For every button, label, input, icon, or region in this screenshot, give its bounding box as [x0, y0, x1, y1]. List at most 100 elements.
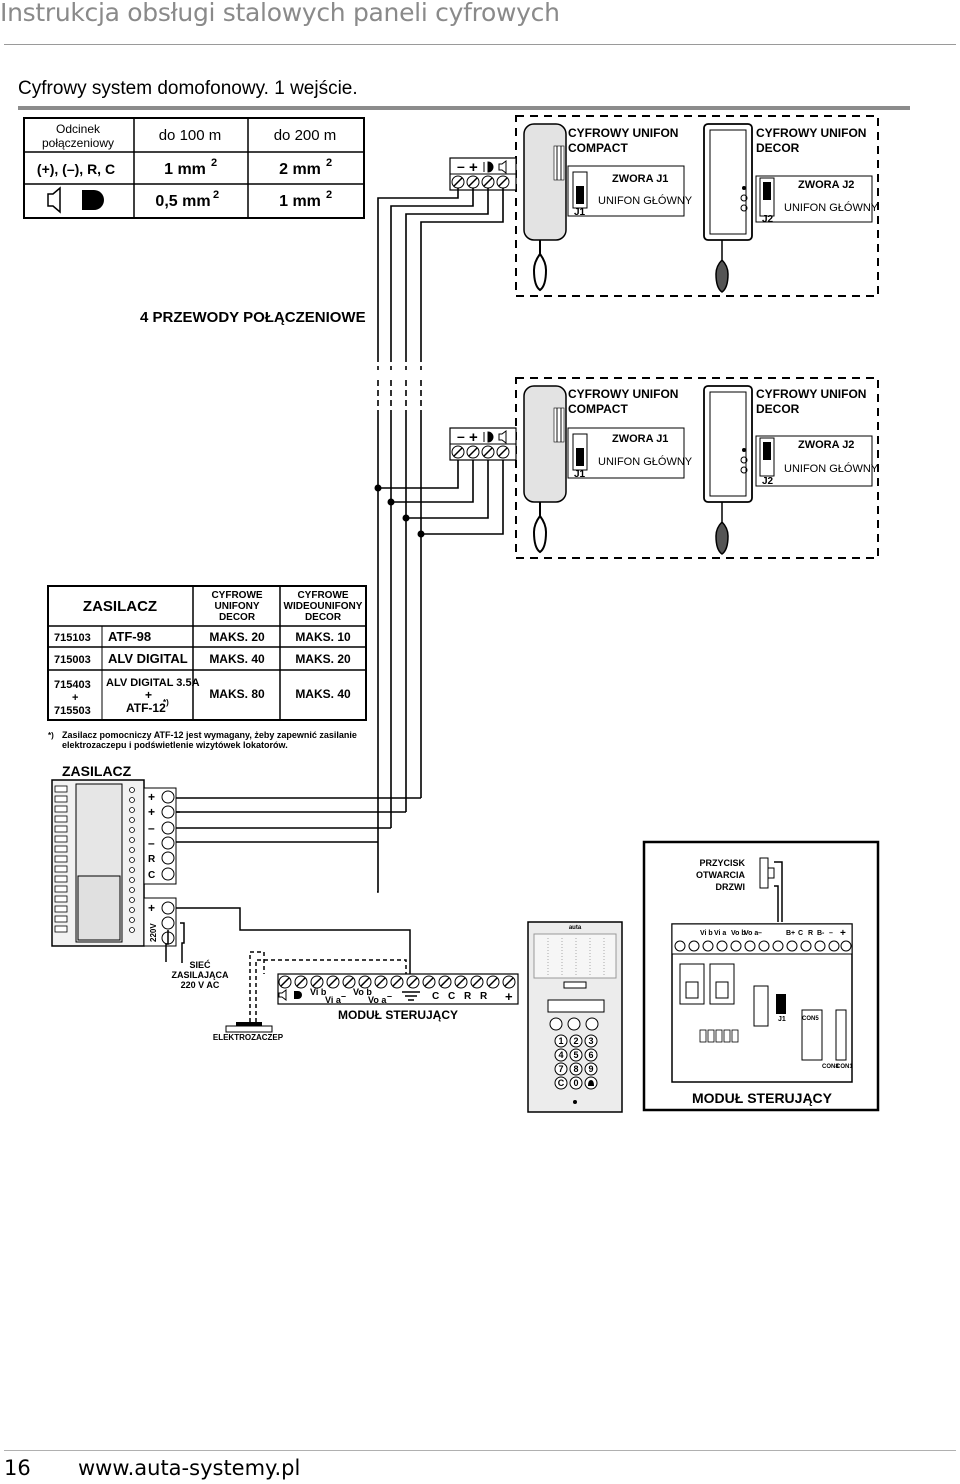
psu-term-minus2: –: [148, 836, 155, 850]
rm-term-vob: Vo b: [731, 930, 746, 937]
j1-label: J1: [574, 469, 586, 480]
key-c: [554, 1076, 568, 1090]
siec-3: 220 V AC: [181, 980, 220, 990]
terminal-minus: –: [457, 428, 465, 444]
psu-col2-a: CYFROWE: [297, 590, 348, 601]
key-1-label: 1: [558, 1036, 563, 1046]
module-term-minus2: –: [387, 991, 392, 1001]
siec-1: SIEĆ: [189, 959, 211, 970]
rm-term-voa: Vo a: [744, 930, 758, 937]
psu-col1-a: CYFROWE: [211, 590, 262, 601]
key-9-label: 9: [588, 1064, 593, 1074]
psu-row3-plus: +: [72, 692, 78, 704]
psu-device: [51, 779, 177, 947]
unifon-glowny-label: UNIFON GŁÓWNY: [784, 201, 879, 214]
footnote-star: *): [48, 731, 54, 740]
footer-url[interactable]: www.auta-systemy.pl: [78, 1456, 301, 1480]
j2-label: J2: [762, 476, 774, 487]
module-term-r2: R: [480, 991, 488, 1002]
psu-term-r: R: [148, 854, 156, 865]
cable-sup: 2: [326, 189, 332, 201]
terminal-block-1: – +: [449, 157, 517, 191]
decor-handset-2: [703, 385, 873, 555]
zwora-j1-label: ZWORA J1: [612, 433, 668, 445]
compact-handset-2: [523, 385, 685, 554]
key-7-label: 7: [558, 1064, 563, 1074]
rm-term-vib: Vi b: [700, 930, 713, 937]
terminal-plus: +: [469, 429, 478, 446]
wiring-diagram: Odcinek połączeniowy do 100 m do 200 m (…: [23, 115, 880, 1113]
psu-row2-model: ALV DIGITAL: [108, 651, 188, 666]
page-number: 16: [4, 1456, 31, 1480]
j2-label: J2: [762, 214, 774, 225]
rm-term-via: Vi a: [714, 930, 726, 937]
decor-title-1a: CYFROWY UNIFON: [756, 126, 866, 140]
psu-row3-star: *): [163, 698, 169, 707]
module-term-voa: Vo a: [368, 995, 387, 1005]
psu-term-minus1: –: [148, 821, 155, 835]
rm-term-c: C: [798, 930, 803, 937]
psu-row1-model: ATF-98: [108, 629, 151, 644]
module-terminals: [277, 973, 519, 1005]
zwora-j2-label: ZWORA J2: [798, 439, 854, 451]
psu-row1-code: 715103: [54, 632, 91, 644]
module-term-plus: +: [505, 989, 513, 1004]
psu-table: [47, 585, 367, 721]
psu-term-plus3: +: [148, 901, 155, 915]
key-5: [569, 1048, 583, 1062]
psu-row3-u: MAKS. 80: [209, 687, 265, 701]
key-2-label: 2: [573, 1036, 578, 1046]
psu-term-plus2: +: [148, 805, 155, 819]
door-panel: [527, 921, 623, 1113]
psu-row2-w: MAKS. 20: [295, 652, 351, 666]
psu-term-c: C: [148, 870, 155, 881]
wire-junctions: [374, 484, 425, 538]
elektrozaczep-icon: [225, 1022, 273, 1033]
footnote-line2: elektrozaczepu i podświetlenie wizytówek…: [62, 740, 288, 750]
psu-table-header: ZASILACZ: [83, 598, 157, 615]
cable-row1-v2: 2 mm: [279, 161, 321, 178]
j1-label: J1: [574, 207, 586, 218]
module-term-via: Vi a: [325, 995, 342, 1005]
psu-row3-code1: 715403: [54, 679, 91, 691]
unifon-glowny-label: UNIFON GŁÓWNY: [784, 462, 879, 475]
rm-term-minus: –: [758, 930, 762, 937]
przycisk-3: DRZWI: [716, 882, 746, 892]
decor-title-2a: CYFROWY UNIFON: [756, 387, 866, 401]
ac-wires: [165, 922, 185, 963]
footer-rule: [4, 1450, 956, 1451]
rm-j1: J1: [778, 1016, 786, 1023]
elektrozaczep-label: ELEKTROZACZEP: [213, 1033, 284, 1042]
psu-col1-c: DECOR: [219, 612, 256, 623]
psu-to-module: [176, 907, 411, 974]
psu-row3-w: MAKS. 40: [295, 687, 351, 701]
module-term-minus: –: [341, 991, 346, 1001]
compact-title-1b: COMPACT: [568, 141, 628, 155]
psu-row1-u: MAKS. 20: [209, 630, 265, 644]
key-3: [584, 1034, 598, 1048]
cable-sup: 2: [211, 157, 217, 169]
rm-con1: CON1: [836, 1064, 853, 1070]
terminal-minus: –: [457, 158, 465, 174]
psu-col2-b: WIDEOUNIFONY: [284, 601, 363, 612]
module-label: MODUŁ STERUJĄCY: [338, 1008, 458, 1022]
handset-icon: [82, 190, 104, 210]
cable-row1-label: (+), (–), R, C: [37, 161, 115, 177]
speaker-icon: [47, 186, 61, 214]
module-term-r1: R: [464, 991, 472, 1002]
decor-handset-1: [703, 123, 873, 293]
lock-wires: [176, 811, 407, 1022]
psu-row3-code2: 715503: [54, 705, 91, 717]
compact-handset-1: [523, 123, 685, 292]
cable-row2-v1: 0,5 mm: [155, 193, 210, 210]
cable-header-line1: Odcinek: [56, 122, 101, 136]
section-rule: [18, 106, 910, 110]
key-8-label: 8: [573, 1064, 578, 1074]
key-5-label: 5: [573, 1050, 578, 1060]
cable-row1-v1: 1 mm: [164, 161, 206, 178]
key-3-label: 3: [588, 1036, 593, 1046]
module-term-vob: Vo b: [353, 987, 372, 997]
rm-con5: CON5: [802, 1016, 819, 1022]
key-6: [584, 1048, 598, 1062]
module-term-vib: Vi b: [310, 987, 327, 997]
